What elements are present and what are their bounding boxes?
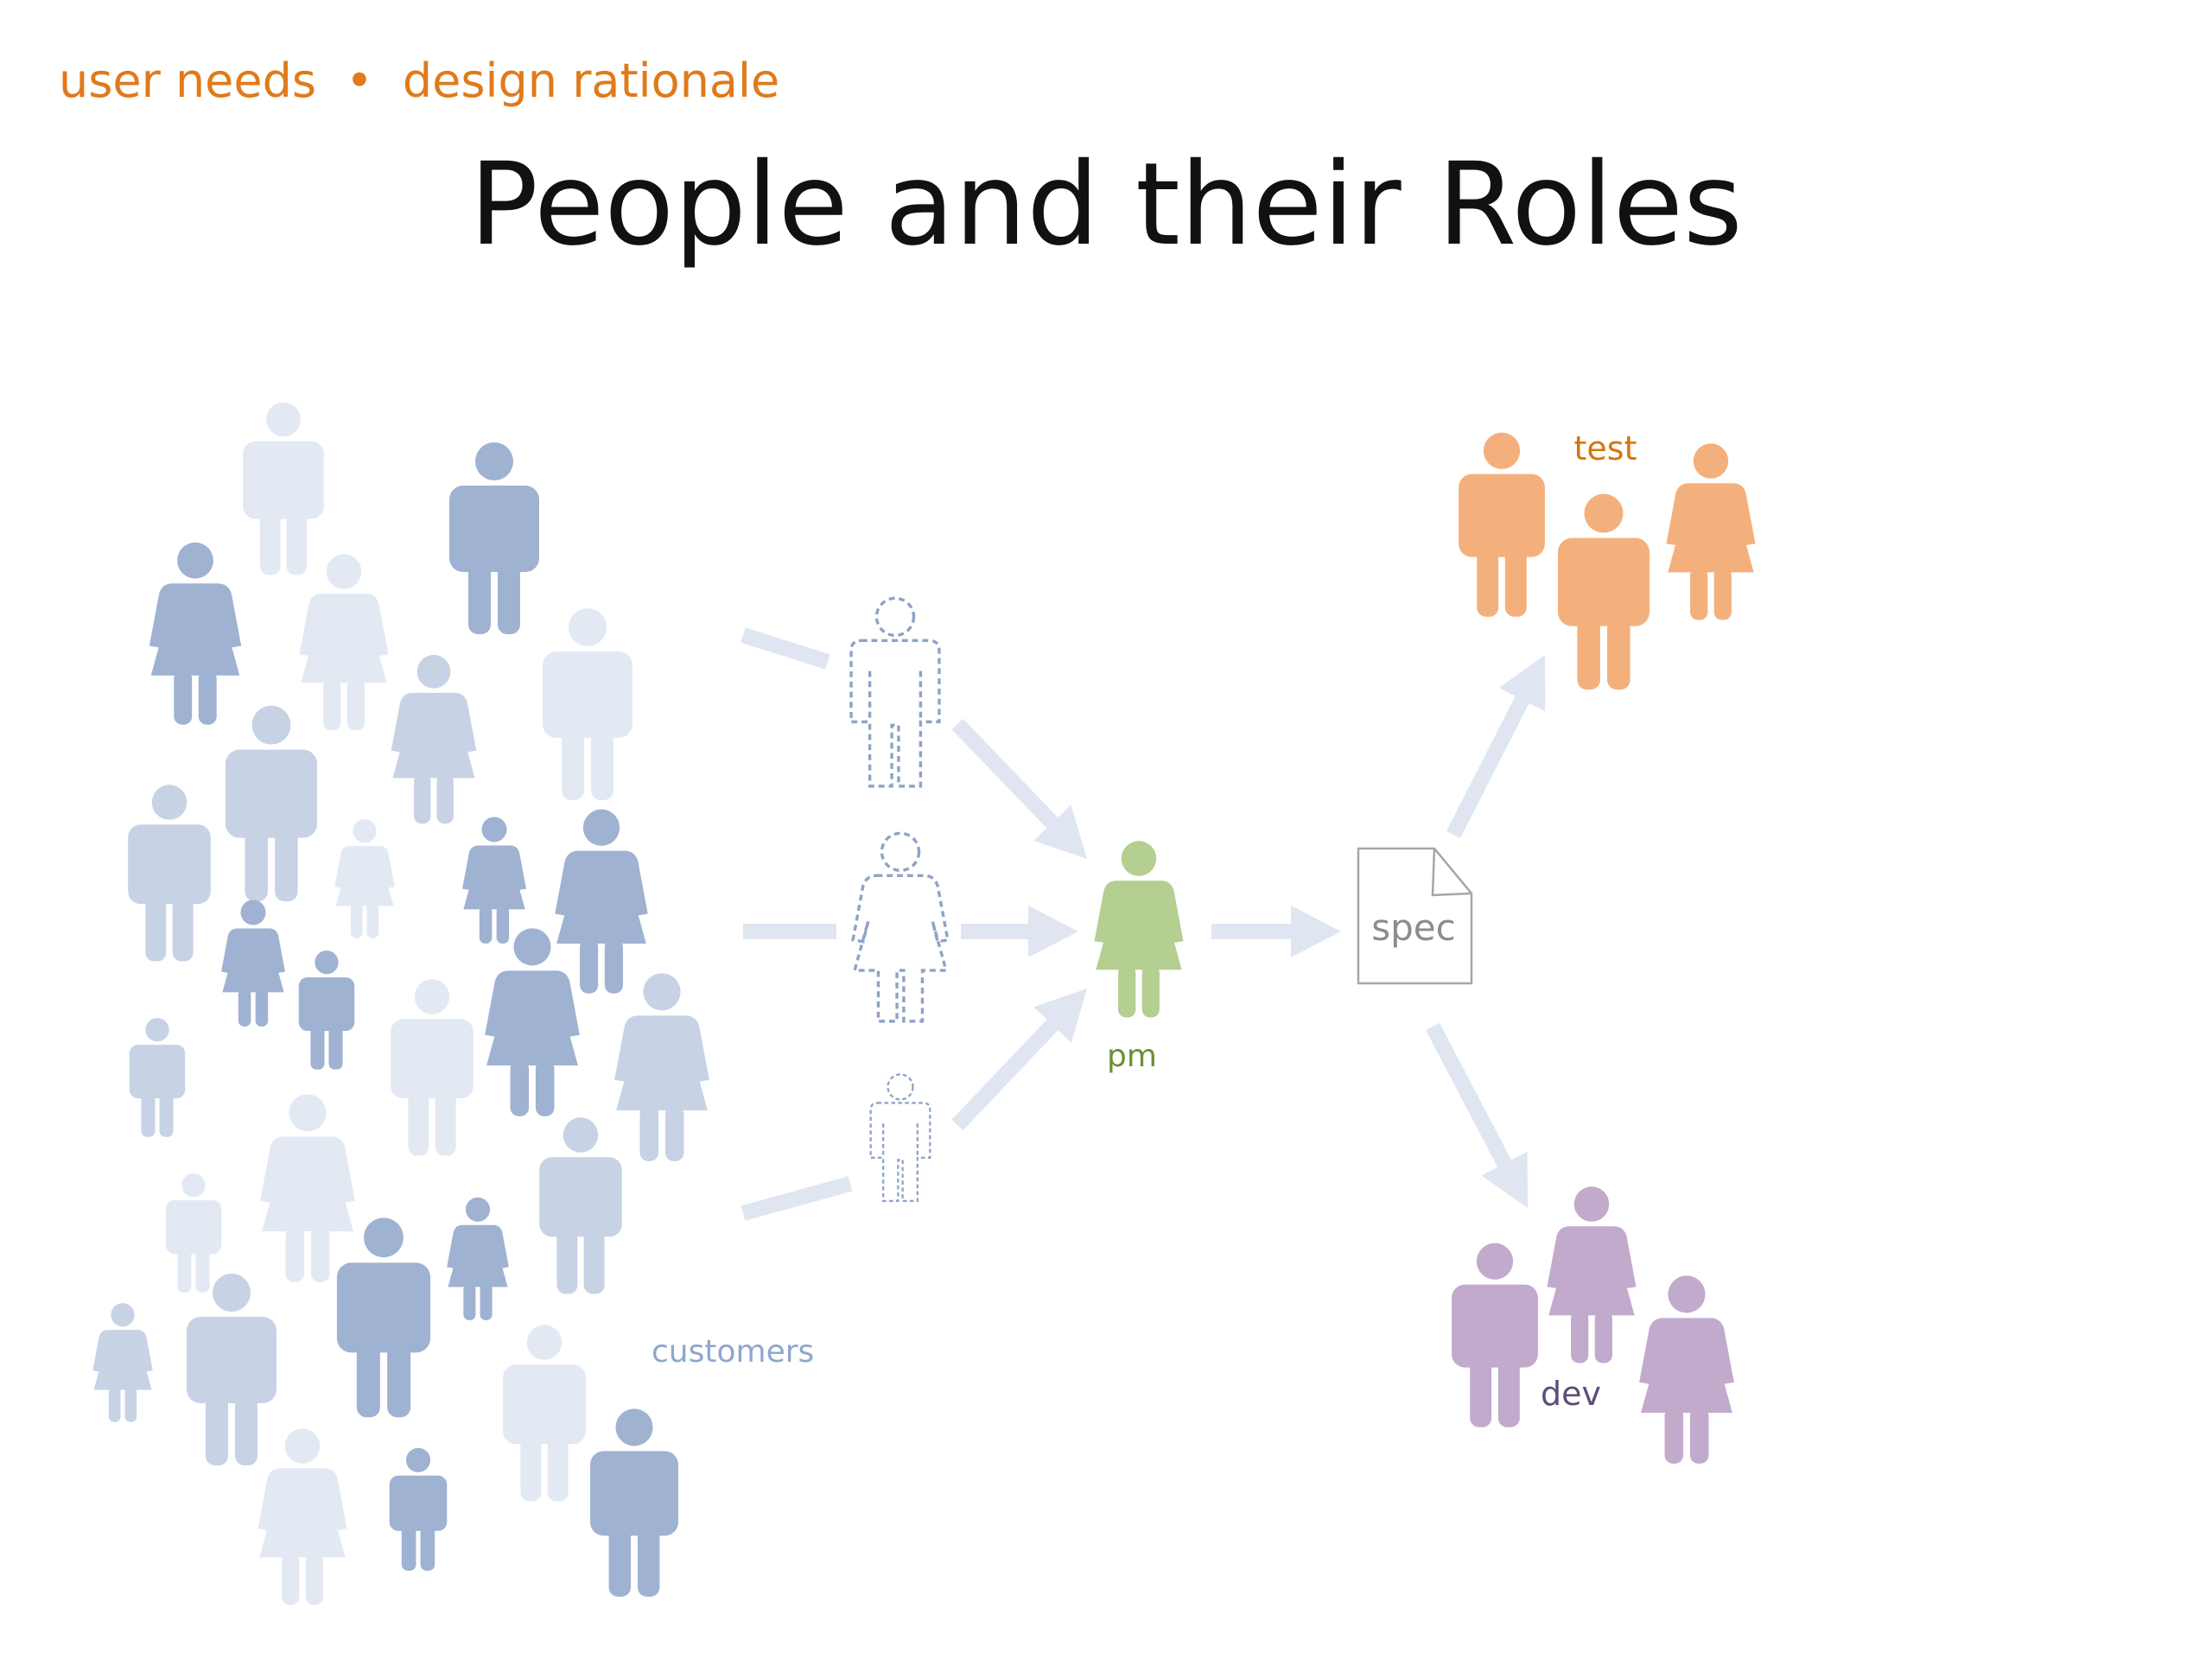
flow-arrows xyxy=(741,627,1546,1221)
customer-person-icon xyxy=(149,542,242,725)
customer-person-icon xyxy=(449,442,539,634)
pm-label: pm xyxy=(1107,1039,1157,1074)
breadcrumb-separator: • xyxy=(346,54,373,108)
document-fold xyxy=(1431,848,1472,897)
dev-person-icon xyxy=(1639,1275,1734,1464)
test-person-icon xyxy=(1557,493,1650,690)
dev-person-icon xyxy=(1547,1186,1637,1363)
customer-person-icon xyxy=(462,817,526,944)
customers-label: customers xyxy=(652,1334,814,1370)
customer-person-icon xyxy=(92,1303,153,1422)
arrow-icon xyxy=(951,988,1087,1131)
dev-label: dev xyxy=(1541,1375,1601,1413)
breadcrumb: user needs • design rationale xyxy=(59,54,779,114)
customer-person-icon xyxy=(391,654,477,824)
arrow-icon xyxy=(1211,906,1341,957)
customer-person-icon xyxy=(221,899,285,1027)
test-label: test xyxy=(1574,429,1637,467)
test-person-icon xyxy=(1459,432,1545,617)
customer-person-icon xyxy=(614,973,709,1161)
spec-label: spec xyxy=(1371,906,1455,949)
customer-person-icon xyxy=(539,1117,622,1294)
customer-person-icon xyxy=(165,1173,222,1293)
customer-person-icon xyxy=(485,928,580,1116)
customers-crowd xyxy=(92,402,709,1605)
persona-woman-icon[interactable] xyxy=(851,831,950,1023)
customer-person-icon xyxy=(243,402,324,575)
customer-person-icon xyxy=(260,1094,355,1282)
personas xyxy=(849,596,950,1203)
persona-child-icon[interactable] xyxy=(869,1073,931,1203)
customer-person-icon xyxy=(391,979,474,1156)
customer-person-icon xyxy=(447,1197,509,1320)
arrow-icon xyxy=(1426,1022,1528,1208)
document-icon xyxy=(1357,847,1473,985)
customer-person-icon xyxy=(299,554,389,731)
arrow-icon xyxy=(1446,655,1546,839)
customer-person-icon xyxy=(543,608,632,800)
breadcrumb-design-rationale[interactable]: design rationale xyxy=(402,54,780,108)
arrow-icon xyxy=(951,718,1087,859)
customer-person-icon xyxy=(128,785,211,962)
arrow-icon xyxy=(741,1176,853,1221)
pm-person-icon xyxy=(1094,841,1184,1018)
test-person-icon xyxy=(1666,443,1756,620)
persona-man-icon[interactable] xyxy=(849,596,941,788)
customer-person-icon xyxy=(503,1325,586,1502)
customer-person-icon xyxy=(590,1408,678,1597)
arrow-icon xyxy=(743,924,836,939)
customer-person-icon xyxy=(555,809,648,994)
page-title: People and their Roles xyxy=(469,138,1743,271)
customer-person-icon xyxy=(389,1447,448,1571)
customer-person-icon xyxy=(336,1217,431,1418)
customer-person-icon xyxy=(187,1274,276,1465)
arrow-icon xyxy=(961,906,1078,957)
arrow-icon xyxy=(741,627,830,670)
customer-person-icon xyxy=(257,1428,347,1605)
customer-person-icon xyxy=(334,819,395,938)
spec-document[interactable]: spec xyxy=(1357,847,1473,985)
customer-person-icon xyxy=(225,705,318,902)
customer-person-icon xyxy=(298,950,355,1070)
dev-person-icon xyxy=(1452,1243,1538,1427)
customer-person-icon xyxy=(129,1018,186,1137)
breadcrumb-user-needs[interactable]: user needs xyxy=(59,54,317,108)
